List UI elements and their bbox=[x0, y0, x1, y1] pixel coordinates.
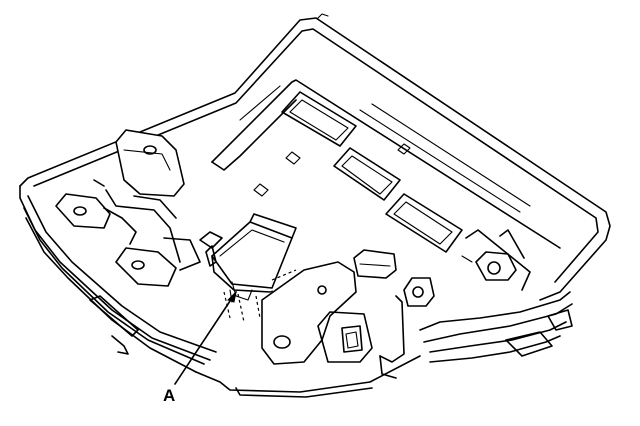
stud-terminals bbox=[353, 229, 531, 379]
left-mount-brackets bbox=[55, 129, 201, 287]
housing-outline bbox=[19, 13, 611, 398]
bracket-plate bbox=[261, 261, 373, 365]
callout-arrowhead bbox=[227, 290, 237, 303]
callout-leader-line bbox=[174, 291, 237, 385]
callout-label-a: A bbox=[163, 386, 176, 405]
inner-platform bbox=[211, 79, 561, 253]
